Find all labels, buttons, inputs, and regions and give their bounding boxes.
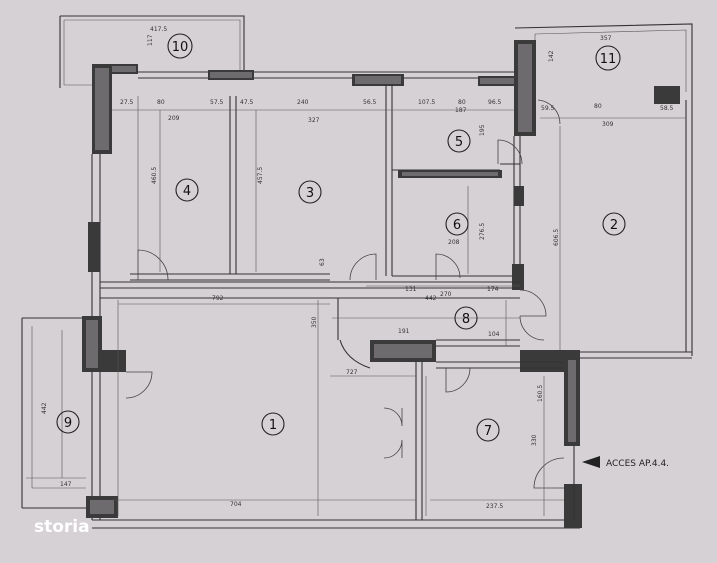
svg-text:1: 1 — [269, 418, 277, 433]
dim-label: 58.5 — [660, 105, 674, 112]
svg-text:8: 8 — [462, 312, 470, 327]
dim-label: 147 — [60, 481, 72, 488]
dim-label: 309 — [602, 121, 614, 128]
dim-label: 187 — [455, 107, 467, 114]
dim-label: 727 — [346, 369, 358, 376]
interior-walls — [21, 84, 564, 520]
dim-label: 704 — [230, 501, 242, 508]
doors — [125, 99, 565, 489]
room-2-label: 2 — [602, 212, 626, 236]
dim-label: 104 — [488, 331, 500, 338]
dim-label: 330 — [531, 434, 538, 446]
dim-label: 80 — [594, 103, 602, 110]
dim-label: 442 — [425, 295, 437, 302]
svg-text:2: 2 — [610, 218, 618, 233]
dim-label: 417.5 — [150, 26, 167, 33]
svg-text:4: 4 — [183, 184, 191, 199]
dimension-lines — [26, 96, 686, 516]
svg-text:6: 6 — [453, 218, 461, 233]
room-1-label: 1 — [261, 412, 285, 436]
dim-label: 56.5 — [363, 99, 377, 106]
dim-label: 327 — [308, 117, 320, 124]
dim-label: 57.5 — [210, 99, 224, 106]
room-6-label: 6 — [445, 212, 469, 236]
dim-label: 792 — [212, 295, 224, 302]
room-10-label: 10 — [167, 33, 193, 59]
svg-text:5: 5 — [455, 135, 463, 150]
dim-label: 457.5 — [257, 167, 264, 184]
dim-label: 59.5 — [541, 105, 555, 112]
dim-label: 195 — [479, 124, 486, 136]
access-marker: ACCES AP.4.4. — [582, 456, 669, 469]
dim-label: 80 — [157, 99, 165, 106]
room-9-label: 9 — [56, 410, 80, 434]
dim-label: 191 — [398, 328, 410, 335]
exterior-walls — [82, 40, 693, 529]
dim-label: 107.5 — [418, 99, 435, 106]
dim-label: 80 — [458, 99, 466, 106]
room-4-label: 4 — [175, 178, 199, 202]
room-8-label: 8 — [454, 306, 478, 330]
storia-logo: storia — [34, 517, 90, 537]
dim-label: 442 — [41, 402, 48, 414]
svg-text:3: 3 — [306, 186, 314, 201]
svg-text:10: 10 — [172, 40, 189, 55]
dim-label: 174 — [487, 286, 499, 293]
room-5-label: 5 — [447, 129, 471, 153]
dim-label: 160.5 — [537, 385, 544, 402]
dim-label: 237.5 — [486, 503, 503, 510]
dim-label: 350 — [311, 316, 318, 328]
room-7-label: 7 — [476, 418, 500, 442]
dim-label: 606.5 — [553, 229, 560, 246]
balcony-10: 417.5 117 — [59, 15, 245, 88]
dim-label: 460.5 — [151, 167, 158, 184]
access-arrow-icon — [582, 456, 600, 468]
dim-label: 96.5 — [488, 99, 502, 106]
dim-label: 131 — [405, 286, 417, 293]
dim-label: 357 — [600, 35, 612, 42]
dim-label: 27.5 — [120, 99, 134, 106]
dimension-labels: 27.5 80 57.5 47.5 240 56.5 107.5 80 96.5… — [41, 99, 674, 510]
dim-label: 63 — [319, 258, 326, 266]
room-labels: 1 2 3 4 5 6 7 8 — [56, 33, 626, 442]
dim-label: 208 — [448, 239, 460, 246]
room-11-label: 11 — [595, 45, 621, 71]
svg-text:9: 9 — [64, 416, 72, 431]
dim-label: 117 — [147, 34, 154, 46]
dim-label: 142 — [548, 50, 555, 62]
room-3-label: 3 — [298, 180, 322, 204]
svg-text:11: 11 — [600, 52, 617, 67]
dim-label: 209 — [168, 115, 180, 122]
svg-text:7: 7 — [484, 424, 492, 439]
dim-label: 47.5 — [240, 99, 254, 106]
dim-label: 276.5 — [479, 223, 486, 240]
dim-label: 270 — [440, 291, 452, 298]
access-label: ACCES AP.4.4. — [606, 459, 669, 469]
dim-label: 240 — [297, 99, 309, 106]
